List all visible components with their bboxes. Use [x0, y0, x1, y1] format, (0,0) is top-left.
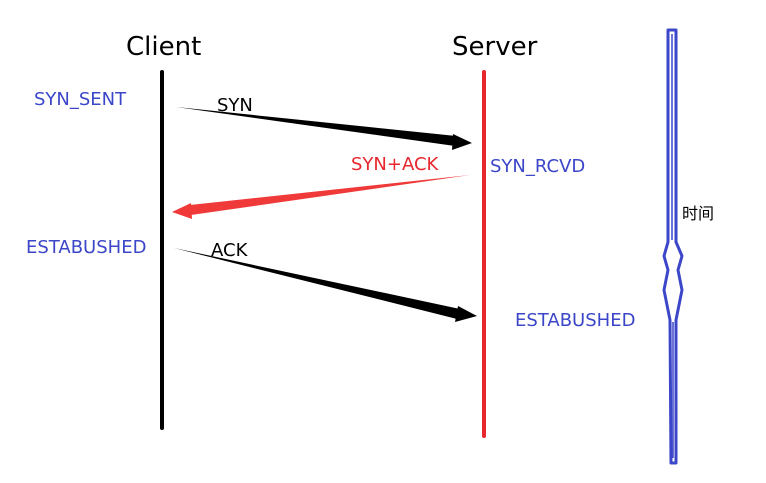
time-axis-arrow — [662, 28, 684, 465]
server-state-syn-rcvd: SYN_RCVD — [490, 156, 586, 177]
server-title: Server — [452, 32, 538, 62]
syn-ack-arrow — [172, 175, 470, 219]
client-title: Client — [126, 32, 202, 62]
client-state-syn-sent: SYN_SENT — [34, 89, 127, 110]
syn-arrow — [176, 107, 472, 150]
time-axis-label: 时间 — [682, 204, 715, 223]
syn-ack-label: SYN+ACK — [351, 154, 439, 175]
ack-label: ACK — [211, 240, 248, 261]
client-state-established: ESTABUSHED — [26, 237, 147, 258]
syn-label: SYN — [217, 95, 253, 116]
server-state-established: ESTABUSHED — [515, 310, 636, 331]
ack-arrow — [174, 248, 477, 322]
